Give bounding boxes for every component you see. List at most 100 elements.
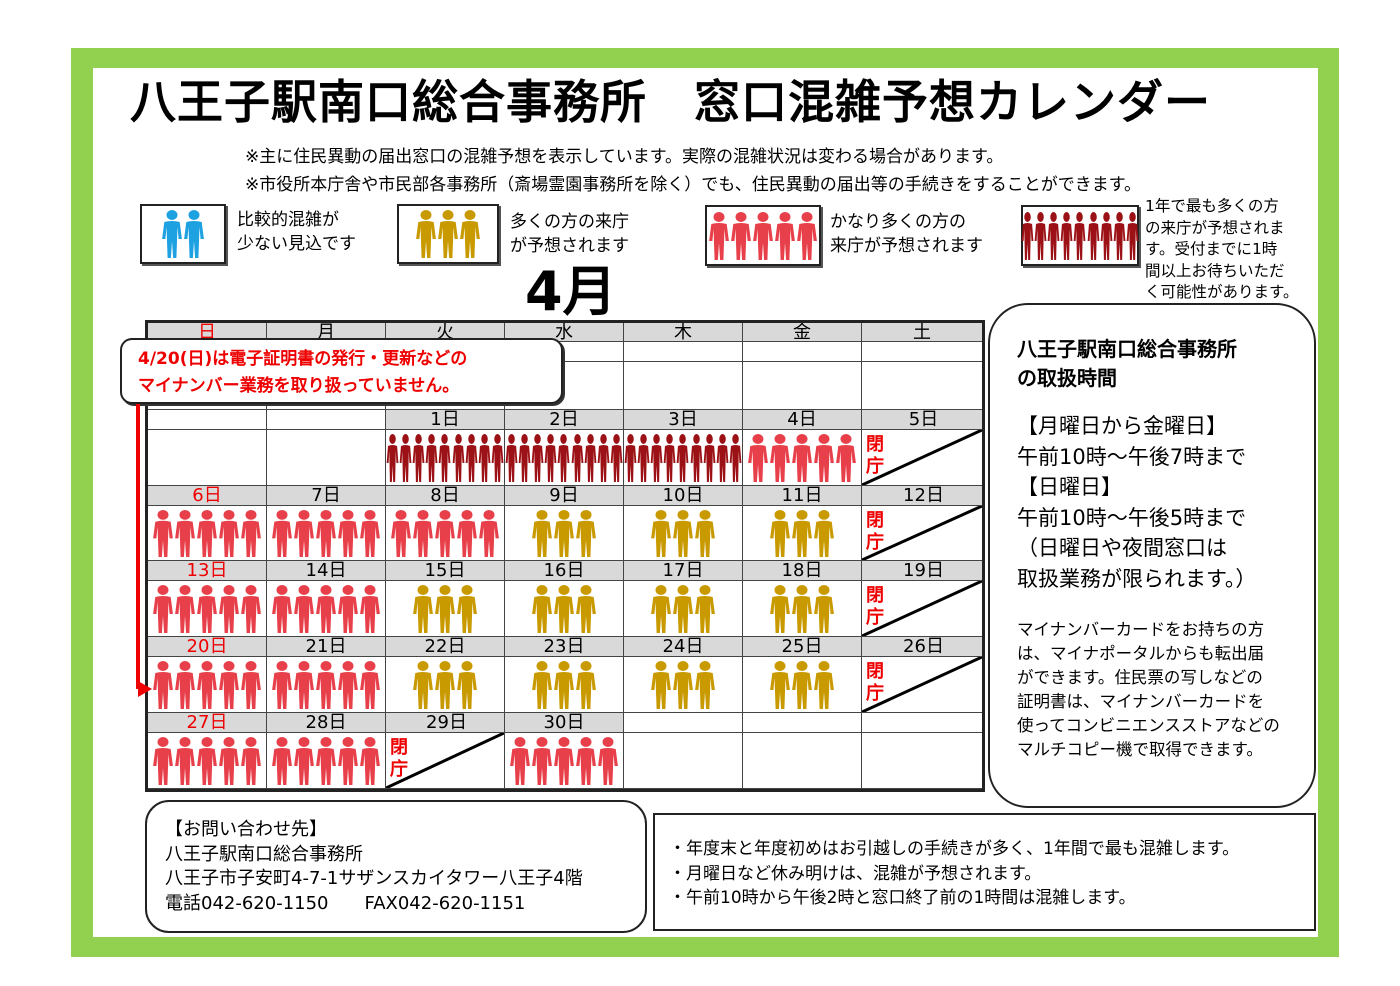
day-cell: 閉庁 <box>862 430 982 486</box>
person-icon <box>664 434 676 482</box>
legend-line: す。受付までに1時 <box>1145 240 1278 258</box>
day-cell <box>743 506 862 561</box>
person-icon <box>241 509 261 558</box>
person-icon <box>219 737 239 785</box>
person-icon <box>695 661 715 709</box>
date-cell: 8日 <box>386 486 505 506</box>
hours-line: 【月曜日から金曜日】 <box>1017 414 1227 438</box>
person-icon <box>272 737 292 785</box>
hours-line: 午前10時～午後5時まで <box>1017 505 1247 530</box>
person-icon <box>399 434 412 482</box>
person-icon <box>338 509 358 558</box>
person-icon <box>532 585 552 633</box>
day-cell <box>505 657 624 713</box>
person-icon <box>770 661 790 709</box>
person-icon <box>532 509 552 558</box>
person-icon <box>709 211 729 260</box>
callout-arrow-line <box>136 404 140 689</box>
person-icon <box>413 509 433 558</box>
date-cell <box>862 713 982 733</box>
day-cell <box>743 581 862 637</box>
person-icon <box>219 585 239 633</box>
person-icon <box>571 434 583 482</box>
congestion-level-3 <box>267 657 385 712</box>
date-cell: 6日 <box>148 486 267 506</box>
person-icon <box>651 509 671 558</box>
congestion-level-2 <box>743 657 861 712</box>
date-cell: 17日 <box>624 561 743 581</box>
legend-line: かなり多くの方の <box>830 212 966 232</box>
day-cell <box>624 581 743 637</box>
person-icon <box>162 210 182 258</box>
person-icon <box>797 211 817 260</box>
person-icon <box>584 434 597 482</box>
congestion-level-3 <box>267 506 385 560</box>
congestion-level-2 <box>624 506 742 560</box>
day-cell <box>505 733 624 789</box>
date-cell: 25日 <box>743 637 862 657</box>
person-icon <box>748 434 768 482</box>
person-icon <box>197 737 217 785</box>
person-icon <box>426 434 438 482</box>
hours-title: 八王子駅南口総合事務所 <box>1017 337 1237 361</box>
person-icon <box>360 661 380 709</box>
legend-line: が予想されます <box>510 236 629 256</box>
congestion-level-2 <box>505 506 623 560</box>
date-cell: 22日 <box>386 637 505 657</box>
day-cell: 閉庁 <box>386 733 505 789</box>
day-cell <box>505 362 624 410</box>
legend-label: 多くの方の来庁が予想されます <box>510 210 629 258</box>
closed-label: 閉庁 <box>866 510 884 553</box>
closed-label: 閉庁 <box>866 661 884 704</box>
day-cell <box>267 657 386 713</box>
hours-line: （日曜日や夜間窓口は <box>1017 536 1227 560</box>
person-icon <box>412 434 425 482</box>
congestion-level-3 <box>148 733 266 788</box>
day-cell <box>386 657 505 713</box>
congestion-level-3 <box>505 733 623 788</box>
congestion-level-3 <box>743 430 861 485</box>
day-cell <box>148 506 267 561</box>
date-cell: 27日 <box>148 713 267 733</box>
person-icon <box>532 661 552 709</box>
person-icon <box>554 585 574 633</box>
person-icon <box>673 661 693 709</box>
person-icon <box>272 661 292 709</box>
person-icon <box>360 585 380 633</box>
congestion-level-3 <box>148 581 266 636</box>
legend-line: 少ない見込です <box>237 234 356 254</box>
hours-line: 【日曜日】 <box>1017 475 1122 499</box>
person-icon <box>554 509 574 558</box>
congestion-level-4 <box>624 430 742 485</box>
congestion-level-2 <box>415 209 481 259</box>
day-cell <box>505 506 624 561</box>
date-cell: 11日 <box>743 486 862 506</box>
person-icon <box>753 211 773 260</box>
date-cell <box>624 342 743 362</box>
day-cell <box>624 506 743 561</box>
person-icon <box>1087 211 1099 260</box>
hours-title: の取扱時間 <box>1017 366 1117 390</box>
day-cell <box>386 581 505 637</box>
person-icon <box>491 434 504 482</box>
closed-diagonal <box>862 581 982 636</box>
closed-diagonal <box>862 657 982 712</box>
person-icon <box>1074 211 1086 260</box>
person-icon <box>153 509 173 558</box>
date-cell: 16日 <box>505 561 624 581</box>
mynumber-line: 使ってコンビニエンスストアなどの <box>1017 716 1280 735</box>
weekday-header: 金 <box>743 323 862 342</box>
hours-line: 取扱業務が限られます。） <box>1017 566 1257 591</box>
date-cell: 20日 <box>148 637 267 657</box>
person-icon <box>610 434 623 482</box>
date-cell: 24日 <box>624 637 743 657</box>
congestion-level-4 <box>1021 211 1139 261</box>
date-cell: 30日 <box>505 713 624 733</box>
congestion-level-3 <box>267 733 385 788</box>
person-icon <box>677 434 689 482</box>
date-cell: 19日 <box>862 561 982 581</box>
congestion-level-3 <box>148 506 266 560</box>
day-cell <box>148 430 267 486</box>
person-icon <box>1126 211 1139 260</box>
date-cell: 1日 <box>386 410 505 430</box>
